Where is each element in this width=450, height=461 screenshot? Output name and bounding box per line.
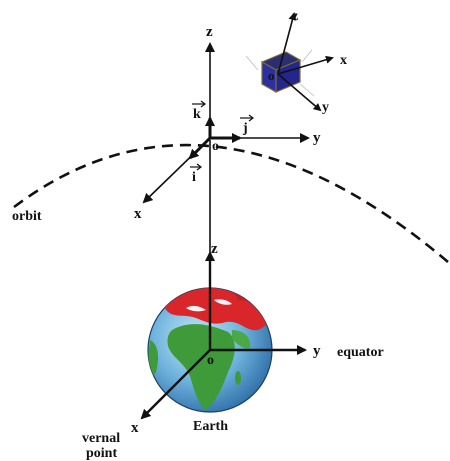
orbit-label: orbit — [12, 209, 42, 224]
earth-x-label: x — [131, 420, 139, 436]
vernal-point-label-line2: point — [86, 446, 117, 461]
orbit-z-label: z — [206, 24, 213, 40]
orbit-path — [13, 143, 449, 263]
vernal-point-label-line1: vernal — [82, 431, 120, 446]
orbit-x-label: x — [134, 206, 142, 222]
vector-i-label: i — [192, 170, 196, 185]
vector-j-label: j — [242, 121, 248, 136]
satellite-y-label: y — [322, 100, 329, 115]
j-overbar-arrow — [248, 114, 254, 122]
k-overbar-arrow — [200, 100, 206, 108]
satellite-z-axis — [277, 12, 297, 75]
unit-vector-i — [188, 136, 212, 160]
earth-x-axis — [140, 349, 211, 420]
orbit-y-label: y — [313, 130, 321, 146]
earth-y-label: y — [313, 343, 321, 359]
satellite-x-axis — [277, 55, 334, 75]
earth-label: Earth — [193, 419, 228, 434]
earth-z-label: z — [211, 241, 218, 257]
earth-origin-label: o — [207, 353, 214, 368]
vector-k-label: k — [193, 107, 201, 122]
satellite-z-label: z — [292, 9, 298, 24]
satellite-x-label: x — [340, 53, 347, 68]
i-overbar-arrow — [196, 163, 202, 171]
satellite-y-axis — [277, 73, 322, 112]
equator-label: equator — [337, 345, 384, 360]
satellite-origin-label: o — [268, 68, 275, 83]
orbit-origin-label: o — [212, 139, 219, 154]
